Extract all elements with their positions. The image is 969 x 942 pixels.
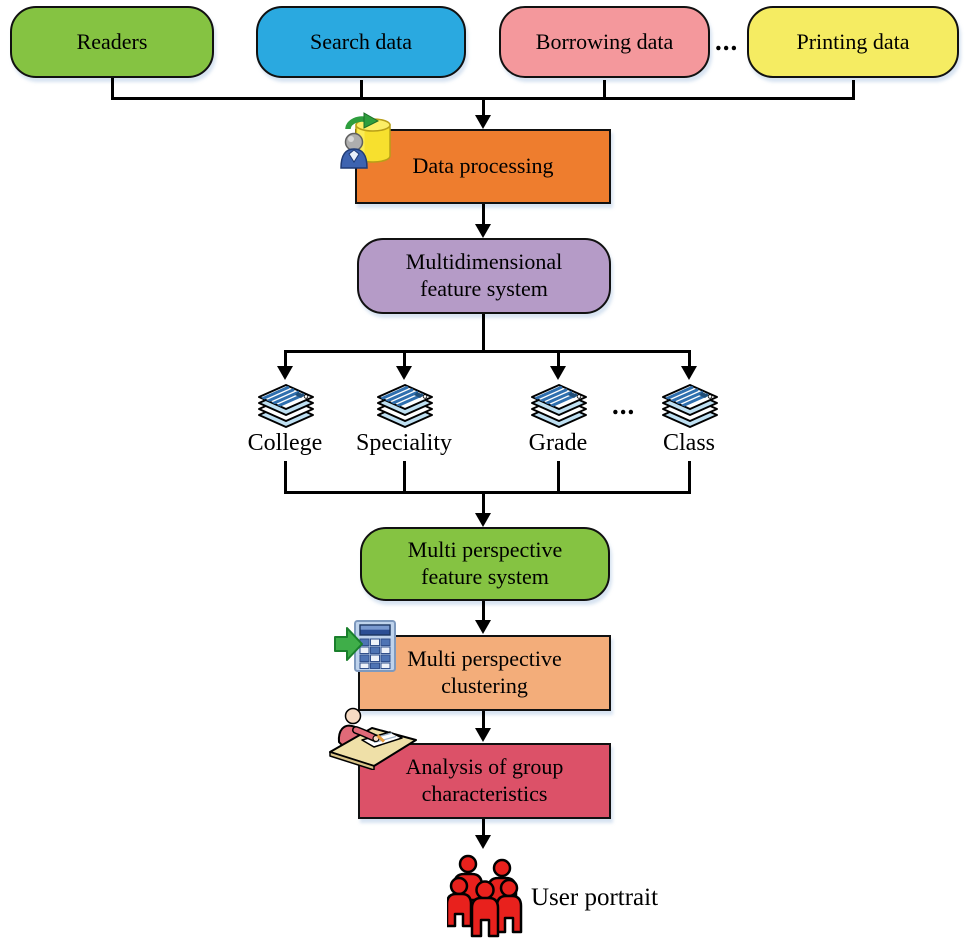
arrowhead-class	[681, 366, 697, 380]
connector-merge-speciality	[403, 461, 406, 494]
node-printing-data: Printing data	[747, 6, 959, 78]
connector-merge-hline	[284, 491, 691, 494]
connector-merge-class	[688, 461, 691, 494]
node-multi-perspective-feature-system: Multi perspective feature system	[360, 527, 610, 601]
connector-clustering-drop	[482, 711, 485, 730]
label-grade: Grade	[528, 430, 588, 456]
node-data-processing: Data processing	[355, 129, 611, 204]
arrowhead-to-portrait	[475, 835, 491, 849]
label-user-portrait: User portrait	[531, 884, 659, 911]
arrowhead-to-processing	[475, 115, 491, 129]
connector-branch-grade	[557, 350, 560, 368]
node-search-data: Search data	[256, 6, 466, 78]
arrowhead-to-feature-system	[475, 513, 491, 527]
people-group-icon	[447, 854, 523, 938]
card-stack-icon	[529, 384, 589, 432]
connector-merge-college	[284, 461, 287, 494]
node-borrowing-data: Borrowing data	[499, 6, 710, 78]
label-college: College	[247, 430, 323, 456]
connector-feature-drop	[482, 601, 485, 622]
node-readers: Readers	[10, 6, 214, 78]
calculator-arrow-icon	[334, 620, 396, 672]
connector-sources-drop	[482, 97, 485, 117]
connector-borrowing-stub	[603, 80, 606, 100]
connector-branch-speciality	[403, 350, 406, 368]
label-class: Class	[662, 430, 716, 456]
connector-merge-drop	[482, 491, 485, 515]
connector-branch-college	[284, 350, 287, 368]
connector-branch-class	[688, 350, 691, 368]
card-stack-icon	[660, 384, 720, 432]
connector-analysis-drop	[482, 819, 485, 837]
node-analysis-group-characteristics: Analysis of group characteristics	[358, 743, 611, 819]
card-stack-icon	[375, 384, 435, 432]
dimensions-ellipsis: ...	[612, 390, 636, 420]
connector-multidimensional-drop	[482, 314, 485, 352]
node-multidimensional-feature-system: Multidimensional feature system	[357, 238, 611, 314]
arrowhead-speciality	[396, 366, 412, 380]
arrowhead-to-multidimensional	[475, 224, 491, 238]
connector-search-stub	[360, 80, 363, 100]
database-user-icon	[340, 112, 391, 169]
connector-processing-drop	[482, 204, 485, 226]
label-speciality: Speciality	[356, 430, 452, 456]
card-stack-icon	[256, 384, 316, 432]
connector-branch-hline	[284, 350, 691, 353]
connector-merge-grade	[557, 461, 560, 494]
arrowhead-college	[277, 366, 293, 380]
person-writing-icon	[329, 707, 417, 770]
arrowhead-grade	[550, 366, 566, 380]
connector-printing-stub	[852, 80, 855, 100]
node-multi-perspective-clustering: Multi perspective clustering	[358, 635, 611, 711]
connector-readers-stub	[111, 78, 114, 100]
sources-ellipsis: ...	[715, 26, 739, 56]
arrowhead-to-clustering	[475, 620, 491, 634]
arrowhead-to-analysis	[475, 728, 491, 742]
